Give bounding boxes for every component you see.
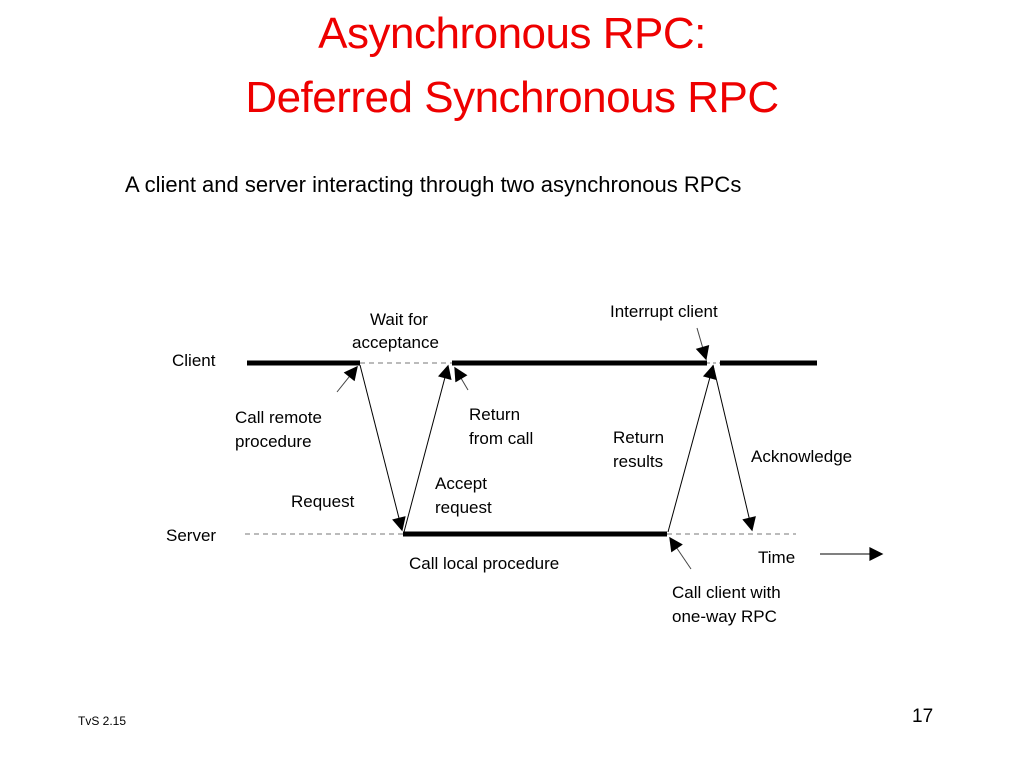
client-lane-label: Client xyxy=(172,351,216,370)
label-acceptance: acceptance xyxy=(352,333,439,352)
interrupt-client-pointer-arrow xyxy=(695,327,710,361)
label-wait-for: Wait for xyxy=(370,310,428,329)
label-procedure: procedure xyxy=(235,432,312,451)
label-time: Time xyxy=(758,548,795,567)
label-return-results-line2: results xyxy=(613,452,663,471)
footer-reference: TvS 2.15 xyxy=(78,714,127,728)
label-interrupt-client: Interrupt client xyxy=(610,302,718,321)
page-number: 17 xyxy=(912,706,934,727)
label-return-from-call-line1: Return xyxy=(469,405,520,424)
label-call-remote: Call remote xyxy=(235,408,322,427)
slide-title-line-2: Deferred Synchronous RPC xyxy=(245,73,779,122)
label-acknowledge: Acknowledge xyxy=(751,447,852,466)
label-accept-request-line1: Accept xyxy=(435,474,487,493)
return-results-message-arrow xyxy=(667,364,717,533)
label-one-way-rpc: one-way RPC xyxy=(672,607,777,626)
request-message-arrow xyxy=(359,364,406,532)
label-call-local-procedure: Call local procedure xyxy=(409,554,559,573)
return-from-call-pointer-arrow xyxy=(454,366,469,391)
label-call-client-with: Call client with xyxy=(672,583,781,602)
accept-message-arrow xyxy=(403,364,452,533)
call-remote-pointer-arrow xyxy=(336,365,358,393)
label-return-results-line1: Return xyxy=(613,428,664,447)
label-request: Request xyxy=(291,492,355,511)
label-return-from-call-line2: from call xyxy=(469,429,533,448)
acknowledge-message-arrow xyxy=(712,364,756,532)
server-lane-label: Server xyxy=(166,526,216,545)
label-accept-request-line2: request xyxy=(435,498,492,517)
slide-subtitle: A client and server interacting through … xyxy=(125,172,742,197)
slide-title-line-1: Asynchronous RPC: xyxy=(318,9,706,58)
call-client-pointer-arrow xyxy=(669,536,692,570)
